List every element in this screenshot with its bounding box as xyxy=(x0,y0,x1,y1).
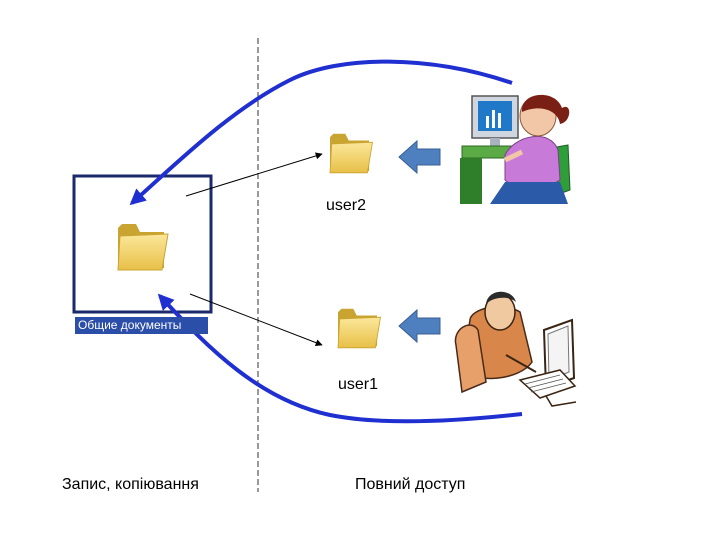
folder-icon xyxy=(329,133,374,174)
man-at-computer-icon xyxy=(454,291,577,407)
full-access-zone-label: Повний доступ xyxy=(355,476,466,493)
share-link-arrow-user2 xyxy=(185,152,323,197)
woman-at-computer-icon xyxy=(460,94,571,204)
shared-folder-label[interactable]: Общие документы xyxy=(75,317,208,334)
shared-folder-frame xyxy=(72,174,213,314)
top-return-arrow xyxy=(129,59,513,206)
folder-icon xyxy=(117,224,169,271)
write-copy-zone-label: Запис, копіювання xyxy=(62,476,199,493)
access-arrow-user2 xyxy=(398,139,441,175)
access-arrow-user1 xyxy=(398,308,441,344)
share-link-arrow-user1 xyxy=(189,293,323,346)
folder-icon xyxy=(337,308,382,349)
user1-label: user1 xyxy=(338,376,379,393)
user2-label: user2 xyxy=(326,197,367,214)
bottom-return-arrow xyxy=(157,293,523,424)
